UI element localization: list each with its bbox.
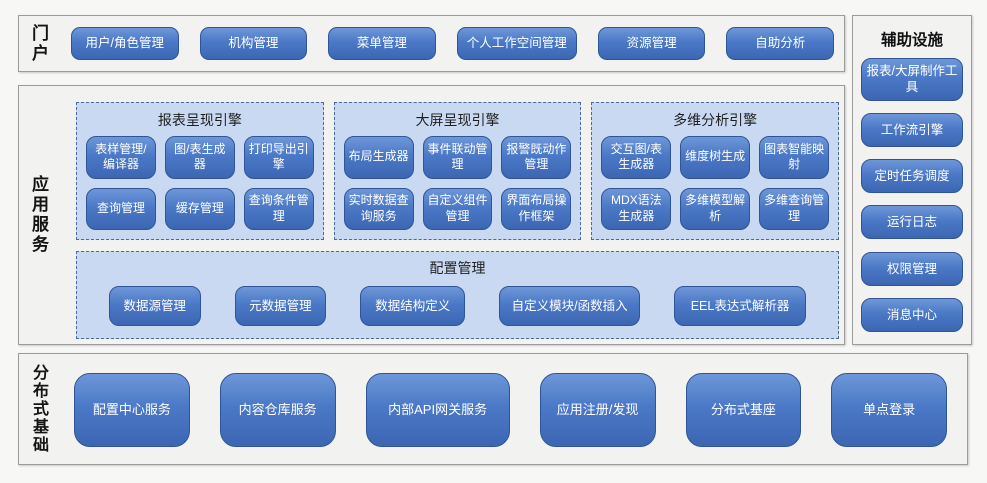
olap-engine-button-2[interactable]: 图表智能映射 <box>759 136 830 179</box>
aux-button-4[interactable]: 权限管理 <box>861 251 963 286</box>
foundation-button-1[interactable]: 内容仓库服务 <box>219 373 336 447</box>
portal-button-5[interactable]: 自助分析 <box>726 27 835 60</box>
report-engine-title: 报表呈现引擎 <box>157 112 242 128</box>
dashboard-engine-button-0[interactable]: 布局生成器 <box>343 136 414 179</box>
portal-button-1[interactable]: 机构管理 <box>199 27 308 60</box>
config-panel: 配置管理 数据源管理 元数据管理 数据结构定义 自定义模块/函数插入 EEL表达… <box>76 251 839 339</box>
portal-section: 门户 用户/角色管理 机构管理 菜单管理 个人工作空间管理 资源管理 自助分析 <box>18 15 845 72</box>
foundation-section: 分布式基础 配置中心服务 内容仓库服务 内部API网关服务 应用注册/发现 分布… <box>18 353 968 465</box>
olap-engine-button-0[interactable]: 交互图/表生成器 <box>601 136 672 179</box>
config-button-row: 数据源管理 元数据管理 数据结构定义 自定义模块/函数插入 EEL表达式解析器 <box>89 284 826 328</box>
foundation-button-5[interactable]: 单点登录 <box>831 373 948 447</box>
report-engine-button-0[interactable]: 表样管理/编译器 <box>86 136 156 179</box>
foundation-button-2[interactable]: 内部API网关服务 <box>365 373 510 447</box>
olap-engine-grid: 交互图/表生成器 维度树生成 图表智能映射 MDX语法生成器 多维模型解析 多维… <box>601 136 830 230</box>
foundation-button-3[interactable]: 应用注册/发现 <box>539 373 656 447</box>
foundation-button-0[interactable]: 配置中心服务 <box>74 373 190 447</box>
report-engine-button-1[interactable]: 图/表生成器 <box>164 136 235 179</box>
olap-engine-button-3[interactable]: MDX语法生成器 <box>601 187 672 230</box>
report-engine-button-5[interactable]: 查询条件管理 <box>243 187 314 230</box>
app-services-label: 应用服务 <box>29 175 48 255</box>
foundation-button-4[interactable]: 分布式基座 <box>685 373 802 447</box>
portal-button-row: 用户/角色管理 机构管理 菜单管理 个人工作空间管理 资源管理 自助分析 <box>71 16 835 71</box>
aux-button-5[interactable]: 消息中心 <box>861 297 963 332</box>
report-engine-button-2[interactable]: 打印导出引擎 <box>243 136 314 179</box>
foundation-button-row: 配置中心服务 内容仓库服务 内部API网关服务 应用注册/发现 分布式基座 单点… <box>74 373 948 447</box>
app-services-content: 报表呈现引擎 表样管理/编译器 图/表生成器 打印导出引擎 查询管理 缓存管理 … <box>76 102 840 339</box>
engine-panels-row: 报表呈现引擎 表样管理/编译器 图/表生成器 打印导出引擎 查询管理 缓存管理 … <box>76 102 840 240</box>
report-engine-button-4[interactable]: 缓存管理 <box>164 187 235 230</box>
report-engine-button-3[interactable]: 查询管理 <box>86 187 156 230</box>
aux-button-1[interactable]: 工作流引擎 <box>861 112 963 147</box>
dashboard-engine-grid: 布局生成器 事件联动管理 报警既动作管理 实时数据查询服务 自定义组件管理 界面… <box>343 136 572 230</box>
olap-engine-panel: 多维分析引擎 交互图/表生成器 维度树生成 图表智能映射 MDX语法生成器 多维… <box>591 102 840 240</box>
foundation-label: 分布式基础 <box>30 364 47 454</box>
config-title: 配置管理 <box>429 260 486 276</box>
dashboard-engine-button-3[interactable]: 实时数据查询服务 <box>343 187 414 230</box>
aux-button-column: 报表/大屏制作工具 工作流引擎 定时任务调度 运行日志 权限管理 消息中心 <box>861 58 963 332</box>
app-services-section: 应用服务 报表呈现引擎 表样管理/编译器 图/表生成器 打印导出引擎 查询管理 … <box>18 85 845 345</box>
report-engine-grid: 表样管理/编译器 图/表生成器 打印导出引擎 查询管理 缓存管理 查询条件管理 <box>86 136 314 230</box>
dashboard-engine-button-1[interactable]: 事件联动管理 <box>422 136 493 179</box>
report-engine-panel: 报表呈现引擎 表样管理/编译器 图/表生成器 打印导出引擎 查询管理 缓存管理 … <box>76 102 324 240</box>
portal-button-3[interactable]: 个人工作空间管理 <box>456 27 577 60</box>
dashboard-engine-button-5[interactable]: 界面布局操作框架 <box>501 187 572 230</box>
dashboard-engine-panel: 大屏呈现引擎 布局生成器 事件联动管理 报警既动作管理 实时数据查询服务 自定义… <box>333 102 582 240</box>
olap-engine-button-1[interactable]: 维度树生成 <box>680 136 751 179</box>
olap-engine-button-5[interactable]: 多维查询管理 <box>759 187 830 230</box>
aux-button-2[interactable]: 定时任务调度 <box>861 159 963 194</box>
config-button-4[interactable]: EEL表达式解析器 <box>674 286 806 326</box>
aux-facilities-title: 辅助设施 <box>880 32 943 49</box>
portal-button-0[interactable]: 用户/角色管理 <box>71 27 179 60</box>
dashboard-engine-title: 大屏呈现引擎 <box>415 112 500 128</box>
portal-label: 门户 <box>29 23 48 64</box>
olap-engine-title: 多维分析引擎 <box>673 112 758 128</box>
portal-button-4[interactable]: 资源管理 <box>597 27 706 60</box>
config-button-3[interactable]: 自定义模块/函数插入 <box>499 286 641 326</box>
aux-button-0[interactable]: 报表/大屏制作工具 <box>861 58 963 101</box>
portal-button-2[interactable]: 菜单管理 <box>328 27 436 60</box>
dashboard-engine-button-2[interactable]: 报警既动作管理 <box>501 136 572 179</box>
aux-facilities-section: 辅助设施 报表/大屏制作工具 工作流引擎 定时任务调度 运行日志 权限管理 消息… <box>852 15 972 345</box>
olap-engine-button-4[interactable]: 多维模型解析 <box>680 187 751 230</box>
config-button-0[interactable]: 数据源管理 <box>109 286 201 326</box>
config-button-2[interactable]: 数据结构定义 <box>360 286 466 326</box>
config-button-1[interactable]: 元数据管理 <box>234 286 327 326</box>
aux-button-3[interactable]: 运行日志 <box>861 205 963 240</box>
dashboard-engine-button-4[interactable]: 自定义组件管理 <box>422 187 493 230</box>
